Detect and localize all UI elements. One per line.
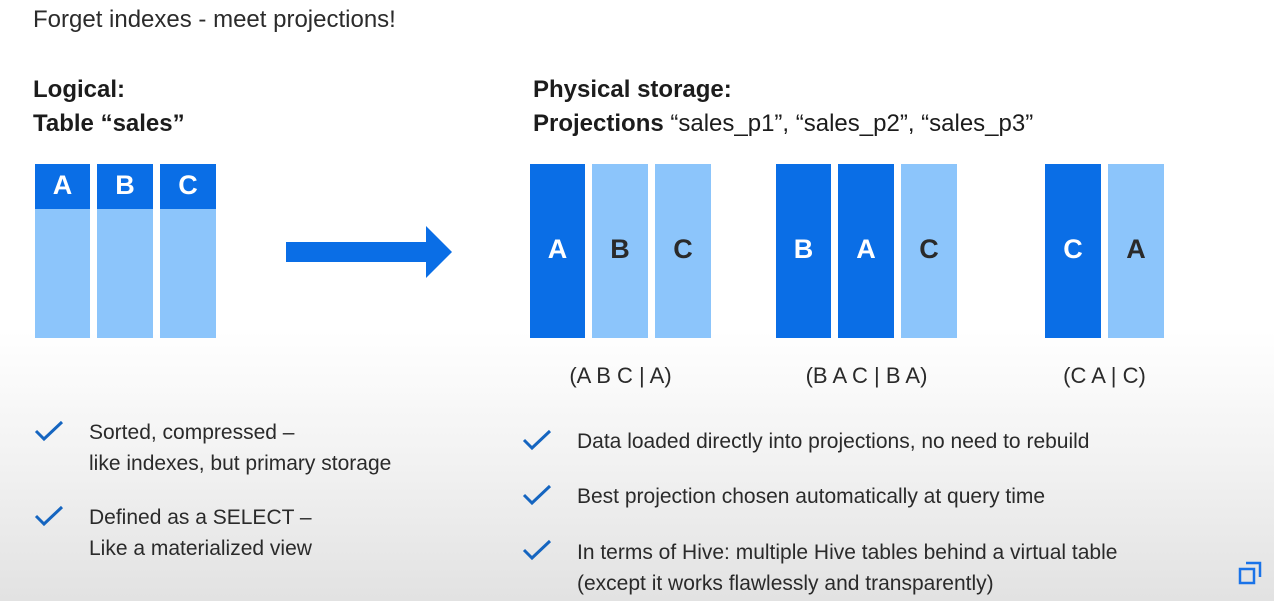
- checkmark-icon: [522, 484, 552, 506]
- physical-heading-line1: Physical storage:: [533, 76, 732, 103]
- bullet-line: Best projection chosen automatically at …: [577, 485, 1046, 508]
- checkmark-icon: [522, 429, 552, 451]
- logical-column-b: B: [97, 164, 153, 338]
- right-arrow-icon: [286, 226, 452, 278]
- bullet-right-1: Data loaded directly into projections, n…: [577, 426, 1090, 457]
- column-letter: A: [52, 170, 73, 200]
- physical-heading-line2: Projections “sales_p1”, “sales_p2”, “sal…: [533, 107, 1033, 141]
- logical-column-a: A: [35, 164, 90, 338]
- bullet-line: Defined as a SELECT –: [89, 506, 312, 529]
- bullet-right-2: Best projection chosen automatically at …: [577, 481, 1045, 512]
- projections-label: Projections: [533, 110, 664, 137]
- projection-caption: (B A C | B A): [805, 363, 928, 388]
- checkmark-icon: [34, 505, 64, 527]
- column-letter: C: [673, 234, 693, 264]
- square-outline-icon[interactable]: [1238, 561, 1262, 585]
- bullet-line: Like a materialized view: [89, 537, 312, 560]
- logical-heading-line1: Logical:: [33, 76, 126, 103]
- projection-column: A: [530, 164, 585, 338]
- column-letter: C: [1063, 234, 1083, 264]
- bullet-right-3: In terms of Hive: multiple Hive tables b…: [577, 537, 1117, 599]
- column-letter: A: [547, 234, 568, 264]
- bullet-line: In terms of Hive: multiple Hive tables b…: [577, 541, 1118, 564]
- projection-column: B: [776, 164, 831, 338]
- logical-column-header: [35, 164, 90, 209]
- projection-column: C: [655, 164, 711, 338]
- projection-column: A: [1108, 164, 1164, 338]
- column-letter: C: [919, 234, 939, 264]
- physical-heading: Physical storage: Projections “sales_p1”…: [533, 73, 1033, 141]
- logical-column-c: C: [160, 164, 216, 338]
- column-letter: B: [115, 170, 135, 200]
- bullet-line: Data loaded directly into projections, n…: [577, 430, 1090, 453]
- column-letter: A: [856, 234, 876, 264]
- projections-names: “sales_p1”, “sales_p2”, “sales_p3”: [663, 110, 1034, 137]
- bullet-line: like indexes, but primary storage: [89, 452, 392, 475]
- column-letter: B: [793, 234, 814, 264]
- projection-column: A: [838, 164, 894, 338]
- checkmark-icon: [34, 420, 64, 442]
- slide-title: Forget indexes - meet projections!: [33, 6, 396, 33]
- projection-caption: (A B C | A): [569, 363, 672, 388]
- bullet-left-2: Defined as a SELECT – Like a materialize…: [89, 502, 312, 564]
- projection-caption: (C A | C): [1063, 363, 1146, 388]
- projection-column: C: [901, 164, 957, 338]
- bullet-line: Sorted, compressed –: [89, 421, 295, 444]
- projection-column: B: [592, 164, 648, 338]
- column-letter: A: [1126, 234, 1146, 264]
- projection-column: C: [1045, 164, 1101, 338]
- column-letter: B: [610, 234, 630, 264]
- column-letter: C: [178, 170, 198, 200]
- logical-heading-line2: Table “sales”: [33, 110, 185, 137]
- logical-heading: Logical: Table “sales”: [33, 73, 185, 141]
- checkmark-icon: [522, 539, 552, 561]
- bullet-left-1: Sorted, compressed – like indexes, but p…: [89, 417, 391, 479]
- logical-column-header: [160, 164, 216, 209]
- bullet-line: (except it works flawlessly and transpar…: [577, 572, 994, 595]
- logical-column-header: [97, 164, 153, 209]
